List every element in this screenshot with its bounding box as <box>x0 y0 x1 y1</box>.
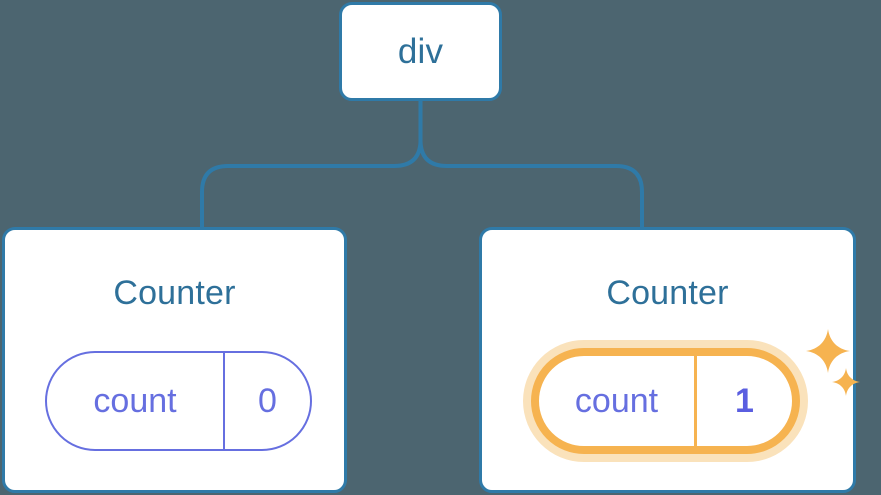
state-pill-value: 0 <box>258 382 277 420</box>
state-pill-highlighted[interactable]: count 1 <box>531 348 800 454</box>
state-pill-divider <box>694 356 697 446</box>
component-card-counter-left[interactable]: Counter count 0 <box>2 227 347 493</box>
component-card-counter-right[interactable]: Counter count 1 <box>479 227 860 493</box>
component-card-title: Counter <box>606 274 729 312</box>
state-pill[interactable]: count 0 <box>45 351 312 451</box>
component-card-title: Counter <box>113 274 236 312</box>
state-pill-value: 1 <box>735 382 754 420</box>
sparkle-big-icon <box>806 329 850 373</box>
sparkle-small-icon <box>832 368 860 396</box>
state-pill-key: count <box>93 382 177 420</box>
state-pill-key: count <box>574 382 659 420</box>
state-pill-divider <box>223 353 225 449</box>
tree-node-root-label: div <box>397 32 444 71</box>
tree-node-root[interactable]: div <box>339 2 502 101</box>
